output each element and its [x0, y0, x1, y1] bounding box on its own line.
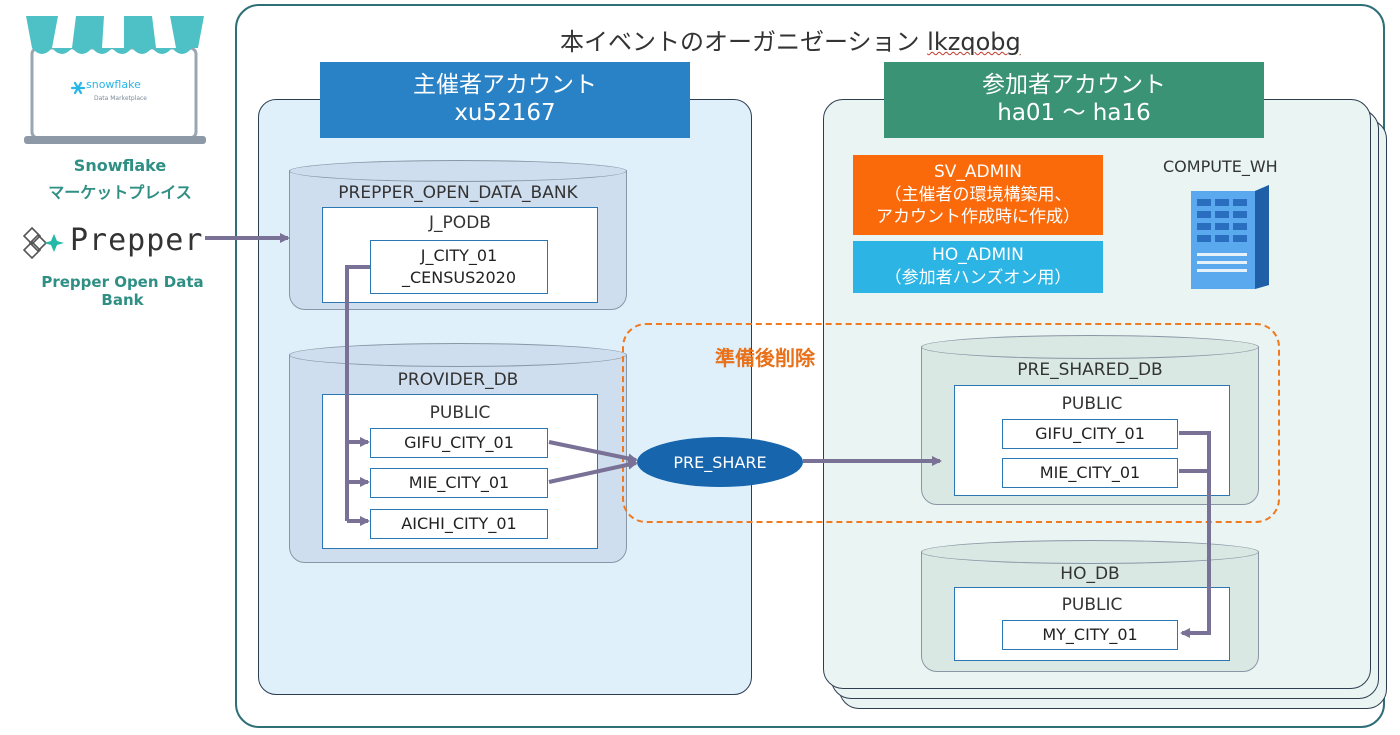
schema-label: PUBLIC — [429, 403, 491, 423]
remove-after-prep-label: 準備後削除 — [715, 346, 815, 370]
organization-title-text: 本イベントのオーガニゼーション — [560, 28, 920, 56]
prepper-logo-text: Prepper — [70, 223, 204, 258]
database-label: PRE_SHARED_DB — [1017, 360, 1163, 380]
participant-account-header: 参加者アカウント ha01 〜 ha16 — [884, 62, 1264, 138]
host-account-header: 主催者アカウント xu52167 — [320, 62, 690, 138]
server-icon — [1185, 183, 1275, 291]
arrow-census-trunk — [345, 265, 370, 521]
schema-label: PUBLIC — [1061, 394, 1123, 414]
role-description: アカウント作成時に作成） — [876, 207, 1080, 228]
table-box: GIFU_CITY_01 — [1002, 419, 1178, 449]
participant-account-range: ha01 〜 ha16 — [997, 100, 1151, 126]
role-sv-admin: SV_ADMIN （主催者の環境構築用、 アカウント作成時に作成） — [853, 155, 1103, 235]
database-cylinder-top — [289, 160, 627, 182]
table-box: MY_CITY_01 — [1002, 620, 1178, 650]
prepper-caption: Prepper Open Data Bank — [41, 273, 204, 309]
organization-id: lkzqobg — [927, 28, 1021, 56]
marketplace-label-2: マーケットプレイス — [48, 183, 192, 202]
table-box: GIFU_CITY_01 — [370, 428, 548, 458]
table-box: MIE_CITY_01 — [1002, 458, 1178, 488]
warehouse-label: COMPUTE_WH — [1163, 157, 1278, 176]
host-account-title: 主催者アカウント — [413, 72, 597, 99]
schema-label: PUBLIC — [1061, 595, 1123, 615]
database-cylinder-top — [921, 540, 1259, 564]
host-account-id: xu52167 — [454, 100, 556, 126]
role-ho-admin: HO_ADMIN （参加者ハンズオン用） — [853, 241, 1103, 293]
arrow-mie-to-share — [548, 459, 638, 484]
table-box: MIE_CITY_01 — [370, 468, 548, 498]
arrow-preshared-to-mycity — [1179, 431, 1211, 638]
role-description: （参加者ハンズオン用） — [884, 268, 1072, 288]
share-ellipse: PRE_SHARE — [637, 437, 803, 487]
table-box: AICHI_CITY_01 — [370, 509, 548, 539]
marketplace-screen-sub: Data Marketplace — [94, 95, 148, 102]
prepper-logo-icon — [20, 222, 66, 262]
role-name: HO_ADMIN — [932, 245, 1024, 266]
role-description: （主催者の環境構築用、 — [884, 184, 1072, 205]
database-label: PROVIDER_DB — [397, 370, 519, 390]
marketplace-label-1: Snowflake — [73, 156, 167, 175]
database-label: HO_DB — [1060, 564, 1120, 584]
marketplace-screen-brand: snowflake — [86, 78, 141, 91]
marketplace-icon — [20, 8, 210, 148]
remove-after-prep-region — [622, 323, 1280, 523]
schema-label: J_PODB — [429, 213, 491, 233]
arrow-gifu-to-share — [548, 440, 638, 464]
table-box: J_CITY_01 _CENSUS2020 — [370, 240, 548, 294]
database-label: PREPPER_OPEN_DATA_BANK — [338, 183, 578, 203]
role-name: SV_ADMIN — [933, 161, 1023, 182]
database-cylinder-top — [921, 335, 1259, 359]
organization-title: 本イベントのオーガニゼーション lkzqobg — [560, 22, 1080, 57]
participant-account-title: 参加者アカウント — [982, 72, 1166, 99]
